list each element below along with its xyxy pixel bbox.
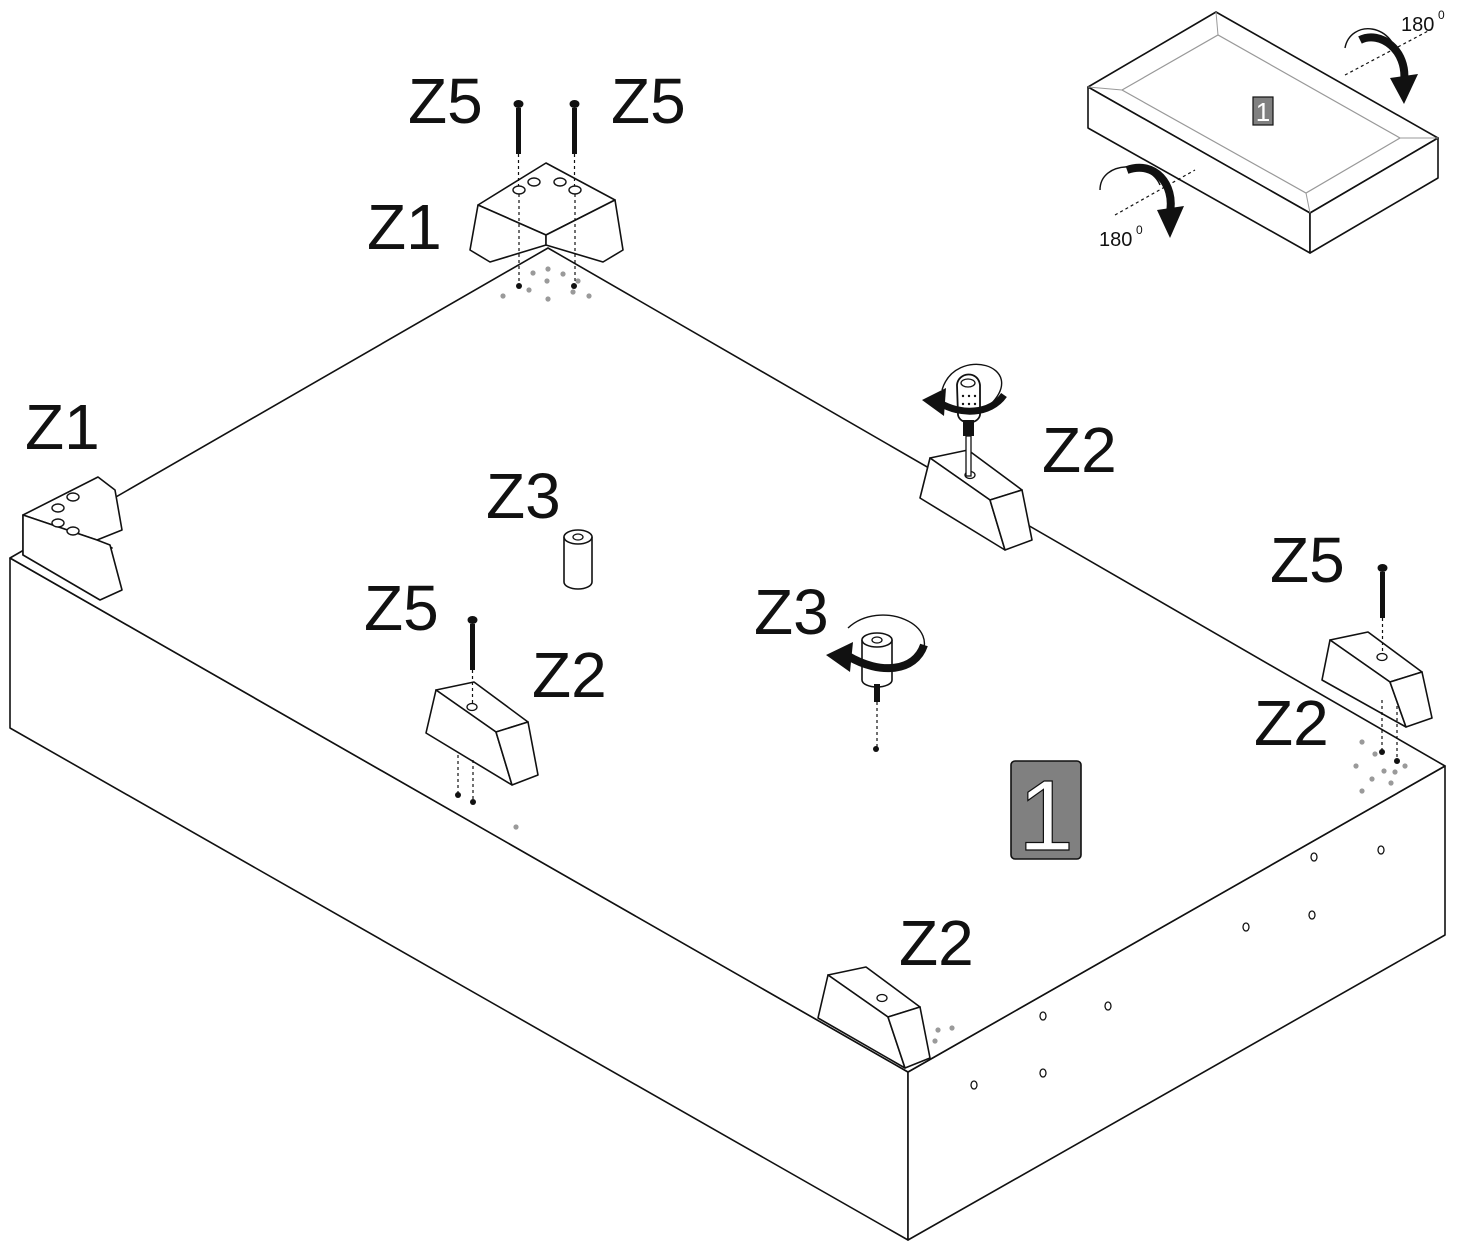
rotation-degree-bottom: 0	[1136, 223, 1143, 237]
z3-rotation	[826, 614, 928, 748]
label-z2-back-right: Z2	[1042, 414, 1117, 486]
label-z1-top: Z1	[367, 191, 442, 263]
z5-screw-left	[467, 616, 478, 703]
z5-screw-top-right	[569, 100, 580, 186]
panel-top-face	[9, 247, 1446, 1073]
label-z2-front-left: Z2	[532, 639, 607, 711]
z2-block-back-right	[919, 449, 1033, 551]
side-holes	[970, 845, 1385, 1090]
drill-marks	[500, 266, 1408, 1044]
flip-inset: 1 180 0 180 0	[1087, 8, 1445, 254]
rotation-label-top: 180	[1401, 14, 1434, 36]
label-z5-right: Z5	[1270, 524, 1345, 596]
label-z3-center: Z3	[486, 460, 561, 532]
panel-number-text: 1	[1018, 760, 1074, 872]
z5-screw-top-left	[513, 100, 524, 186]
main-panel	[9, 247, 1446, 1241]
z5-screw-right	[1377, 564, 1388, 653]
rotate-arrow-top-icon	[1344, 28, 1418, 104]
rotate-arrow-bottom-icon	[1099, 163, 1184, 238]
part-labels: Z5 Z5 Z1 Z1 Z3 Z2 Z5 Z2 Z3 Z5 Z2 Z2	[25, 65, 1345, 979]
rotation-label-bottom: 180	[1099, 229, 1132, 251]
screw-targets	[455, 283, 1400, 805]
z3-cylinder	[563, 529, 593, 590]
label-z5-top-right: Z5	[611, 65, 686, 137]
label-z5-left: Z5	[364, 572, 439, 644]
panel-number-badge: 1	[1010, 759, 1082, 873]
label-z3-screw: Z3	[754, 576, 829, 648]
label-z2-right: Z2	[1254, 687, 1329, 759]
label-z5-top-left: Z5	[408, 65, 483, 137]
label-z1-left: Z1	[25, 391, 100, 463]
z2-block-right	[1321, 631, 1433, 761]
screwdriver-icon	[922, 363, 1007, 477]
z2-block-front-left	[425, 681, 539, 802]
z1-corner-block-left	[22, 476, 123, 601]
rotation-degree-top: 0	[1438, 8, 1445, 22]
label-z2-front: Z2	[899, 907, 974, 979]
z3-rotation-arrow-head	[826, 642, 853, 672]
z1-corner-block-top	[469, 162, 624, 286]
z2-block-front	[817, 966, 931, 1069]
inset-badge-text: 1	[1256, 97, 1270, 127]
